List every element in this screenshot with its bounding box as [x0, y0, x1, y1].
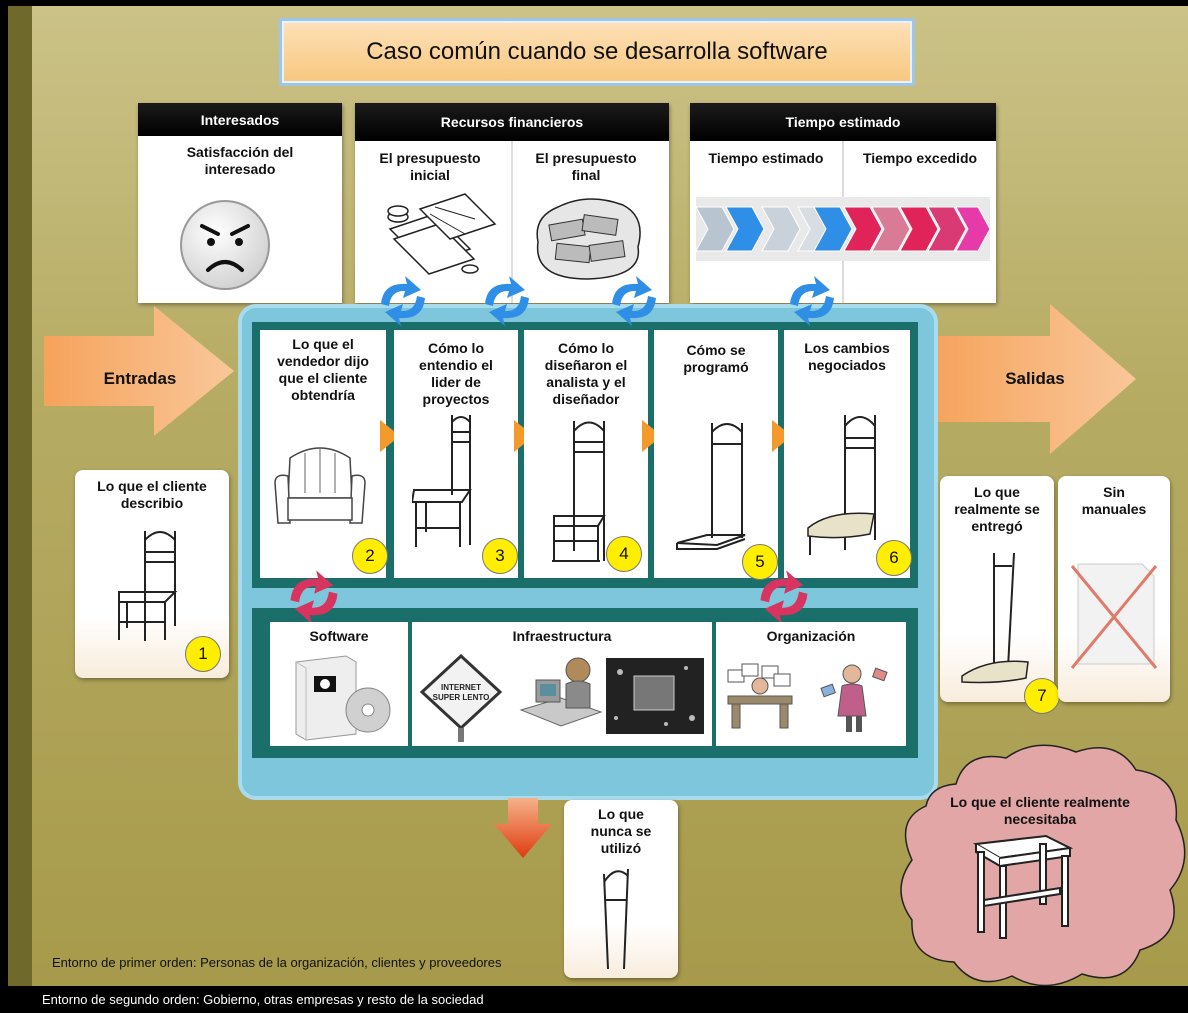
sign-text-line2: SUPER LENTO — [433, 693, 490, 702]
card-nunca-utilizo: Lo que nunca se utilizó — [564, 800, 678, 978]
salidas-arrow — [930, 304, 1136, 454]
broken-computer-icon — [606, 658, 704, 734]
chair-icon — [603, 868, 629, 970]
stage-lider-label: Cómo lo entendio el lider de proyectos — [419, 340, 493, 407]
overworked-person-icon — [727, 663, 793, 729]
card-cliente-describio: Lo que el cliente describio 1 — [75, 470, 229, 678]
title-text: Caso común cuando se desarrolla software — [366, 38, 828, 65]
stage-programo: Cómo se programó 5 — [654, 330, 778, 580]
sad-face-icon — [180, 200, 270, 290]
left-dark-strip — [8, 6, 32, 986]
tiempo-estimado-label: Tiempo estimado — [708, 150, 824, 166]
card-entregado: Lo que realmente se entregó 7 — [940, 476, 1060, 714]
stressed-person-icon — [820, 664, 888, 732]
diagram-title: Caso común cuando se desarrolla software — [279, 18, 915, 86]
presupuesto-inicial-label: El presupuesto inicial — [379, 150, 481, 183]
nunca-utilizo-label: Lo que nunca se utilizó — [590, 806, 652, 856]
down-arrow-icon — [494, 798, 552, 858]
entradas-label: Entradas — [103, 369, 177, 388]
panel-tiempo-header: Tiempo estimado — [690, 103, 996, 141]
badge-2: 2 — [352, 538, 388, 574]
cycle-arrows-icon — [381, 276, 425, 326]
necesitaba-label: Lo que el cliente realmente necesitaba — [950, 794, 1130, 827]
stage-vendedor-label: Lo que el vendedor dijo que el cliente o… — [277, 336, 369, 403]
chair-icon — [676, 423, 746, 550]
warning-sign-icon: INTERNET SUPER LENTO — [419, 653, 503, 742]
timeline-arrows — [696, 197, 990, 261]
env-infraestructura: Infraestructura INTERNET SUPER LENTO — [412, 622, 712, 746]
armchair-icon — [274, 447, 366, 524]
salidas-label: Salidas — [1005, 369, 1065, 388]
chair-icon — [412, 415, 472, 547]
computer-person-icon — [519, 657, 603, 727]
cycle-arrows-icon — [760, 570, 808, 624]
stage-programo-label: Cómo se programó — [683, 342, 749, 375]
presupuesto-final-label: El presupuesto final — [535, 150, 637, 183]
stage-lider: Cómo lo entendio el lider de proyectos 3 — [394, 330, 518, 578]
badge-6: 6 — [876, 540, 912, 576]
panel-recursos-header: Recursos financieros — [355, 103, 669, 141]
money-stack-icon — [387, 193, 497, 275]
stage-analista-label: Cómo lo diseñaron el analista y el diseñ… — [544, 340, 628, 407]
badge-7: 7 — [1024, 678, 1060, 714]
satisfaction-label: Satisfacción del interesado — [186, 144, 294, 177]
divider — [511, 141, 513, 303]
software-label: Software — [309, 628, 369, 644]
sign-text-line1: INTERNET — [441, 683, 481, 692]
chair-icon — [807, 415, 876, 555]
panel-recursos: Recursos financieros El presupuesto inic… — [355, 103, 669, 303]
env-organizacion: Organización — [716, 622, 906, 746]
stage-vendedor: Lo que el vendedor dijo que el cliente o… — [260, 330, 388, 578]
money-bag-icon — [536, 198, 641, 280]
badge-1: 1 — [185, 636, 221, 672]
chair-icon — [961, 552, 1029, 684]
badge-5: 5 — [742, 544, 778, 580]
entregado-label: Lo que realmente se entregó — [954, 484, 1040, 534]
badge-4: 4 — [606, 536, 642, 572]
panel-interesados-header: Interesados — [138, 103, 342, 136]
panel-tiempo: Tiempo estimado Tiempo estimado Tiempo e… — [690, 103, 996, 303]
chair-icon — [118, 531, 178, 641]
badge-3: 3 — [482, 538, 518, 574]
cycle-arrows-icon — [612, 276, 656, 326]
environment-second-order: Entorno de segundo orden: Gobierno, otra… — [8, 986, 1188, 1013]
crossed-manual-icon — [1070, 563, 1158, 669]
sin-manuales-label: Sin manuales — [1081, 484, 1147, 517]
cycle-arrows-icon — [485, 276, 529, 326]
entradas-arrow — [44, 306, 234, 436]
stage-cambios-label: Los cambios negociados — [804, 340, 890, 373]
environment-first-order: Entorno de primer orden: Personas de la … — [52, 955, 502, 970]
infraestructura-label: Infraestructura — [512, 628, 612, 644]
stage-analista: Cómo lo diseñaron el analista y el diseñ… — [524, 330, 648, 578]
organizacion-label: Organización — [766, 628, 856, 644]
panel-interesados: Interesados Satisfacción del interesado — [138, 103, 342, 303]
tiempo-excedido-label: Tiempo excedido — [862, 150, 978, 166]
cliente-describio-label: Lo que el cliente describio — [97, 478, 207, 511]
chair-icon — [552, 421, 606, 562]
cycle-arrows-icon — [790, 276, 834, 326]
env-software: Software — [270, 622, 408, 746]
table-icon — [972, 834, 1074, 939]
cycle-arrows-icon — [290, 570, 338, 624]
software-box-icon — [295, 655, 391, 741]
stage-cambios: Los cambios negociados 6 — [784, 330, 912, 578]
card-sin-manuales: Sin manuales — [1058, 476, 1170, 702]
